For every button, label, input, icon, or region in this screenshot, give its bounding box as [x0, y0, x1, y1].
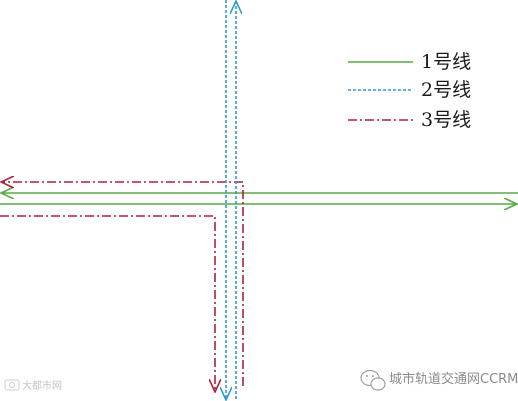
- legend-label-line3: 3号线: [421, 109, 471, 131]
- legend: 1号线 2号线 3号线: [348, 51, 471, 131]
- line1-track: [0, 193, 518, 204]
- watermark-left-text: 大都市网: [22, 379, 62, 392]
- legend-item-line1: 1号线: [348, 51, 471, 73]
- watermark-left: 大都市网: [4, 379, 62, 392]
- watermark-right-text: 城市轨道交通网CCRM: [389, 371, 518, 387]
- watermark-right: 城市轨道交通网CCRM: [360, 369, 518, 391]
- line3-track: [0, 182, 244, 391]
- camera-icon: [4, 379, 20, 391]
- wechat-icon: [360, 369, 386, 391]
- line2-track: [226, 0, 236, 399]
- legend-item-line2: 2号线: [348, 79, 471, 101]
- line3-outer-track: [2, 182, 244, 386]
- line3-inner-track: [0, 215, 215, 391]
- legend-label-line2: 2号线: [421, 79, 471, 101]
- legend-label-line1: 1号线: [421, 51, 471, 73]
- legend-item-line3: 3号线: [348, 109, 471, 131]
